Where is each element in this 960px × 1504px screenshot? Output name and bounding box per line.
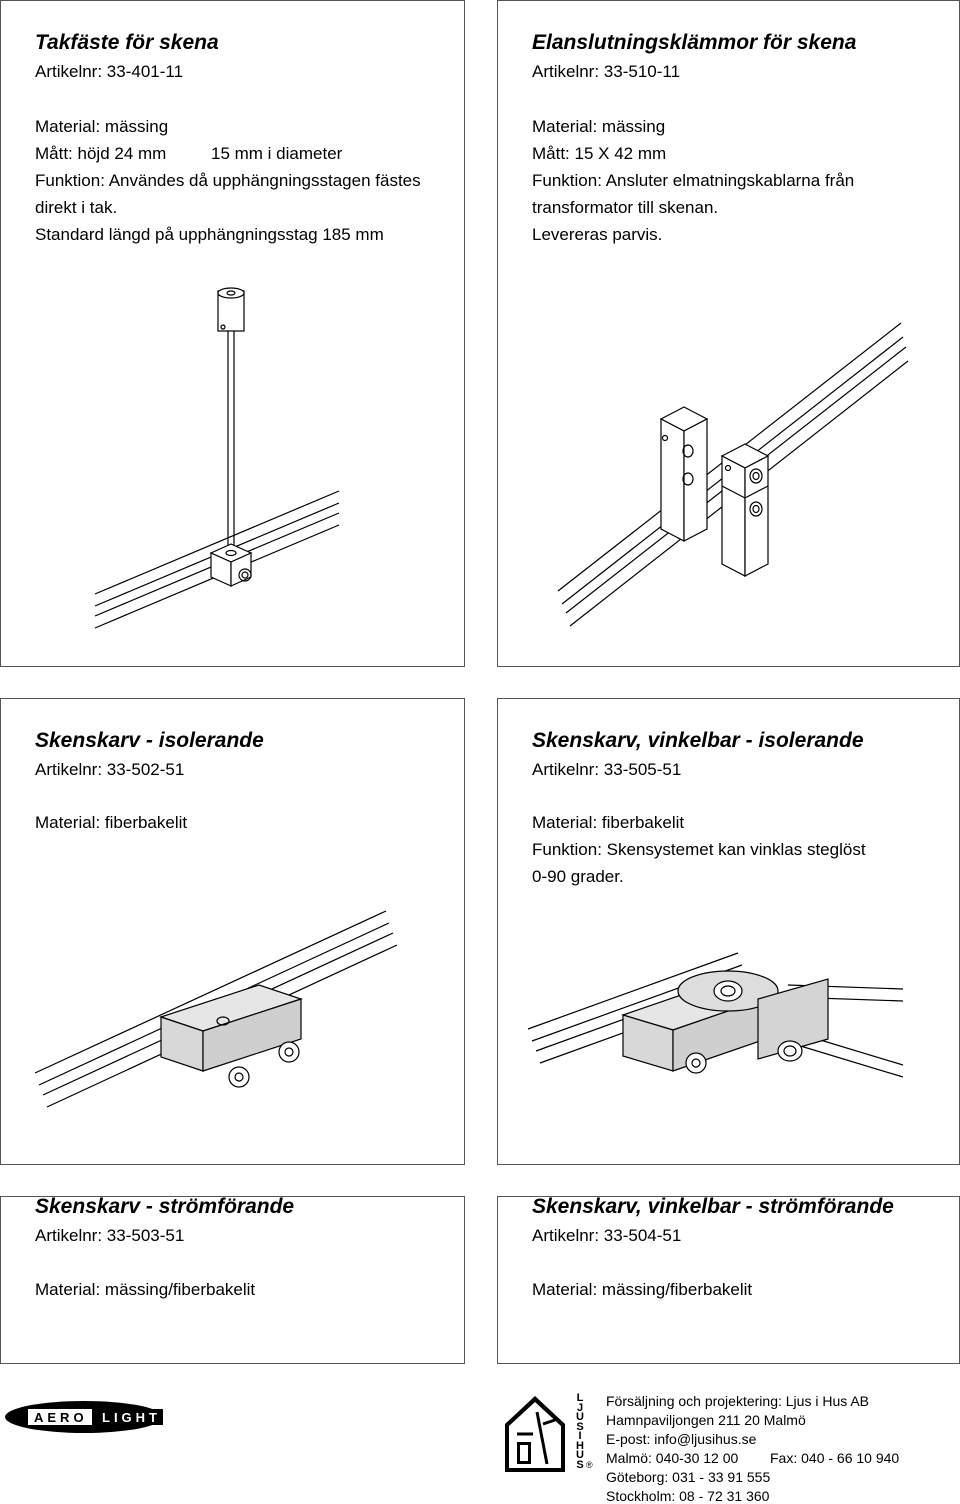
standard-length-line: Standard längd på upphängningsstag 185 m… [35,225,384,244]
material-line: Material: mässing/fiberbakelit [35,1280,256,1299]
article-number: Artikelnr: 33-504-51 [532,1226,682,1245]
dimension-line: Mått: 15 X 42 mm [532,144,667,163]
aerolight-logo-light: LIGHT [102,1410,161,1425]
function-line: Funktion: Skensystemet kan vinklas stegl… [532,840,866,859]
clamp-block [209,543,253,587]
function-line-2: 0-90 grader. [532,867,624,886]
logo-letter: U [576,1411,584,1423]
contact-address: Hamnpaviljongen 211 20 Malmö [606,1412,806,1428]
registered-mark: ® [586,1460,593,1470]
diameter-line: 15 mm i diameter [211,144,343,163]
insulating-joint-drawing [34,910,398,1108]
power-clamp-drawing [557,322,909,627]
delivery-line: Levereras parvis. [532,225,663,244]
logo-letter: U [576,1449,584,1461]
product-card-insulating-joint: Skenskarv - isolerande Artikelnr: 33-502… [0,698,465,1165]
joint-block [621,970,829,1074]
house-logo-icon [505,1396,565,1472]
material-line: Material: mässing/fiberbakelit [532,1280,753,1299]
product-title: Skenskarv, vinkelbar - isolerande [532,729,864,752]
angled-joint-drawing [527,952,904,1078]
contact-phone-malmo: Malmö: 040-30 12 00 [606,1450,739,1466]
logo-letter: J [576,1401,584,1414]
rod [227,331,235,553]
article-number: Artikelnr: 33-502-51 [35,760,185,779]
material-line: Material: fiberbakelit [532,813,685,832]
product-card-angled-insulating-joint: Skenskarv, vinkelbar - isolerande Artike… [497,698,960,1165]
product-card-angled-conducting-joint: Skenskarv, vinkelbar - strömförande Arti… [497,1195,960,1364]
contact-phone-stockholm: Stockholm: 08 - 72 31 360 [606,1488,770,1504]
logo-letter: L [576,1392,584,1404]
clamp-left [659,406,709,542]
product-card-conducting-joint: Skenskarv - strömförande Artikelnr: 33-5… [0,1195,465,1364]
function-line: Funktion: Ansluter elmatningskablarna fr… [532,171,855,190]
ljusihus-vertical-text: L J U S I H U S [574,1392,586,1471]
clamp-right [720,443,770,577]
aerolight-logo: AERO LIGHT [4,1400,164,1434]
dimension-line: Mått: höjd 24 mm [35,144,167,163]
ljusihus-logo: L J U S I H U S ® [497,1392,597,1474]
material-line: Material: mässing [532,117,666,136]
product-card-power-clamps: Elanslutningsklämmor för skena Artikelnr… [497,0,960,667]
product-card-ceiling-mount: Takfäste för skena Artikelnr: 33-401-11 … [0,0,465,667]
logo-letter: I [578,1430,582,1442]
article-number: Artikelnr: 33-505-51 [532,760,682,779]
logo-letter: S [576,1420,584,1433]
article-number: Artikelnr: 33-510-11 [532,62,681,81]
function-line-2: transformator till skenan. [532,198,719,217]
function-line: Funktion: Användes då upphängningsstagen… [35,171,421,190]
logo-letter: H [576,1439,584,1452]
product-title: Elanslutningsklämmor för skena [532,31,857,54]
joint-block [159,984,303,1088]
aerolight-logo-shape [5,1401,163,1433]
material-line: Material: mässing [35,117,169,136]
product-title: Skenskarv, vinkelbar - strömförande [532,1195,894,1218]
mount-cap [217,287,245,332]
aerolight-logo-aero: AERO [34,1410,88,1425]
logo-letter: S [576,1458,584,1471]
function-line-2: direkt i tak. [35,198,118,217]
product-title: Skenskarv - isolerande [35,729,264,752]
contact-phone-goteborg: Göteborg: 031 - 33 91 555 [606,1469,771,1485]
article-number: Artikelnr: 33-401-11 [35,62,184,81]
contact-sales: Försäljning och projektering: Ljus i Hus… [606,1393,870,1409]
contact-fax: Fax: 040 - 66 10 940 [770,1450,900,1466]
ceiling-mount-drawing [94,287,340,629]
article-number: Artikelnr: 33-503-51 [35,1226,185,1245]
material-line: Material: fiberbakelit [35,813,188,832]
product-title: Skenskarv - strömförande [35,1195,295,1218]
contact-email: E-post: info@ljusihus.se [606,1431,757,1447]
product-title: Takfäste för skena [35,31,219,54]
